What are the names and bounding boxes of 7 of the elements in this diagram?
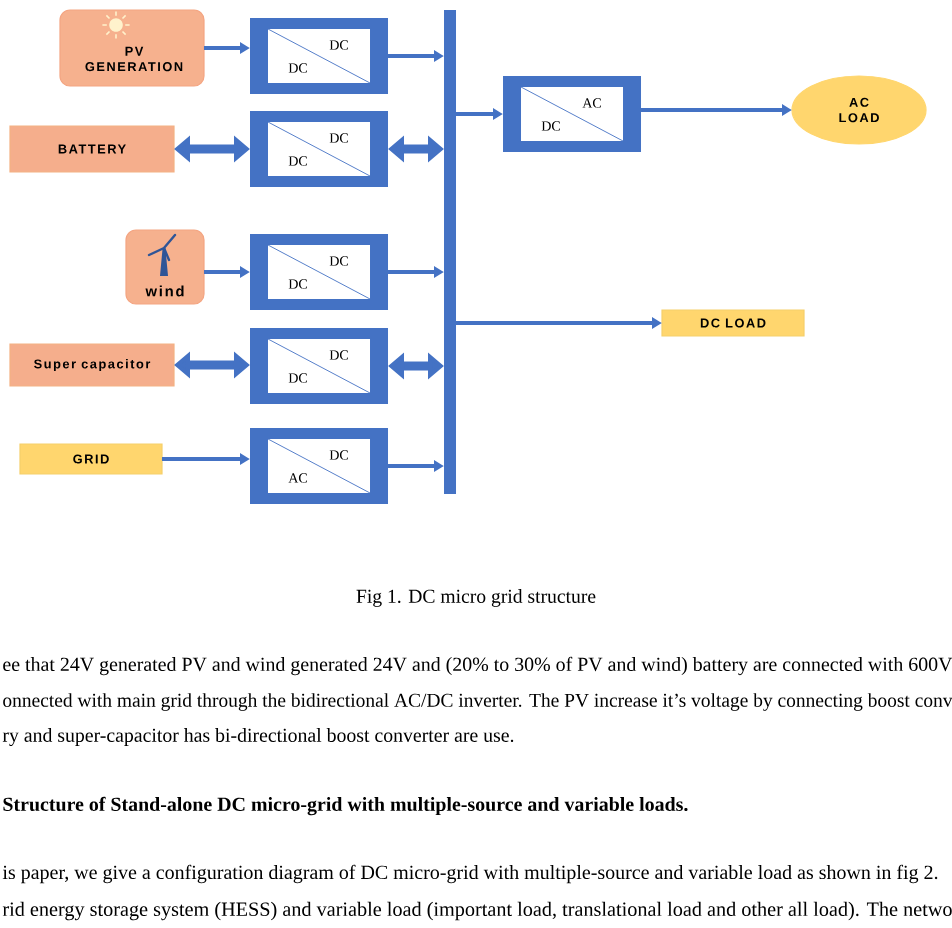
body-text: rid energy storage system (HESS) and variable load (important load, translational load and other all load). The netwo <box>2 901 952 921</box>
body-text: onnected with main grid through the bidirectional AC/DC inverter. The PV increase it’s voltage by connecting boost conv <box>3 693 952 711</box>
body-text: ee that 24V generated PV and wind generated 24V and (20% to 30% of PV and wind) battery are connected with 600V <box>3 656 952 676</box>
body-text: ry and super-capacitor has bi-directional boost converter are use. <box>2 728 514 746</box>
figure-caption: Fig 1. DC micro grid structure <box>356 589 596 607</box>
section-heading: Structure of Stand-alone DC micro-grid with multiple-source and variable loads. <box>3 796 688 816</box>
body-text: is paper, we give a configuration diagram of DC micro-grid with multiple-source and variable load as shown in fig 2. <box>2 864 938 884</box>
